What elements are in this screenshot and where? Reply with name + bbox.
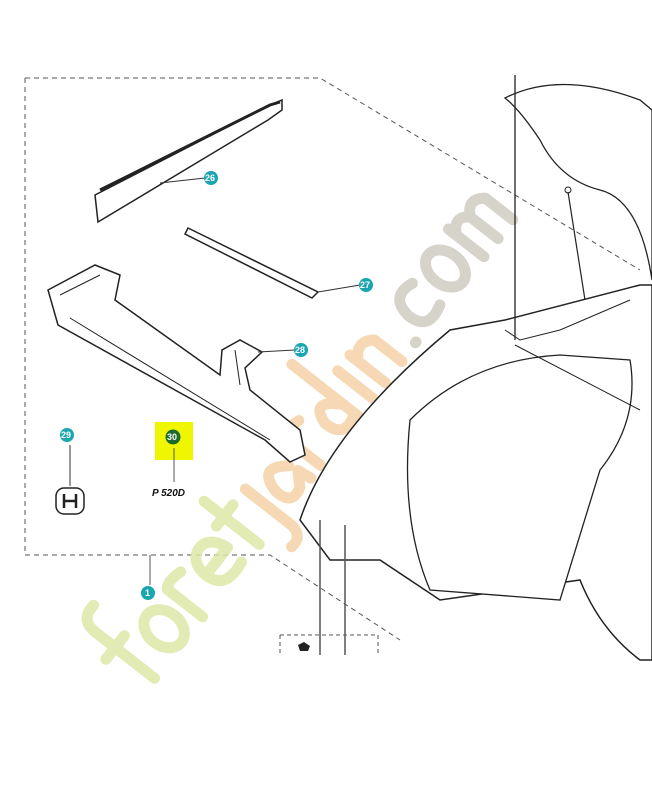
bolt-icon [564, 186, 572, 194]
leader-line-26 [159, 177, 206, 184]
kit-boundary [24, 77, 641, 641]
part-26-edge [99, 100, 281, 192]
part-28-detail [59, 274, 271, 441]
callout-30-label: 30 [167, 432, 177, 442]
callout-1[interactable]: 1 [141, 586, 155, 600]
leader-line-27 [317, 284, 361, 293]
callout-27-label: 27 [360, 280, 370, 290]
callout-1-label: 1 [145, 588, 150, 598]
part-27-bar [183, 226, 320, 299]
top-cover [503, 83, 652, 281]
bolt-line [567, 191, 586, 301]
callout-26-label: 26 [205, 173, 215, 183]
detail-box [279, 634, 379, 655]
callout-29[interactable]: 29 [60, 428, 74, 442]
part-28-gasket [47, 264, 306, 463]
callout-27[interactable]: 27 [359, 278, 373, 292]
callout-30[interactable]: 30 [165, 429, 181, 445]
body-detail [504, 299, 641, 411]
model-label: P 520D [152, 488, 185, 499]
leader-line-28 [257, 349, 296, 353]
body-window [406, 354, 633, 601]
callout-28[interactable]: 28 [294, 343, 308, 357]
husqvarna-h-icon [62, 494, 78, 508]
callout-28-label: 28 [295, 345, 305, 355]
callout-29-label: 29 [61, 430, 71, 440]
callout-26[interactable]: 26 [204, 171, 218, 185]
screw-icon [298, 642, 310, 651]
part-26-strip [94, 98, 283, 224]
